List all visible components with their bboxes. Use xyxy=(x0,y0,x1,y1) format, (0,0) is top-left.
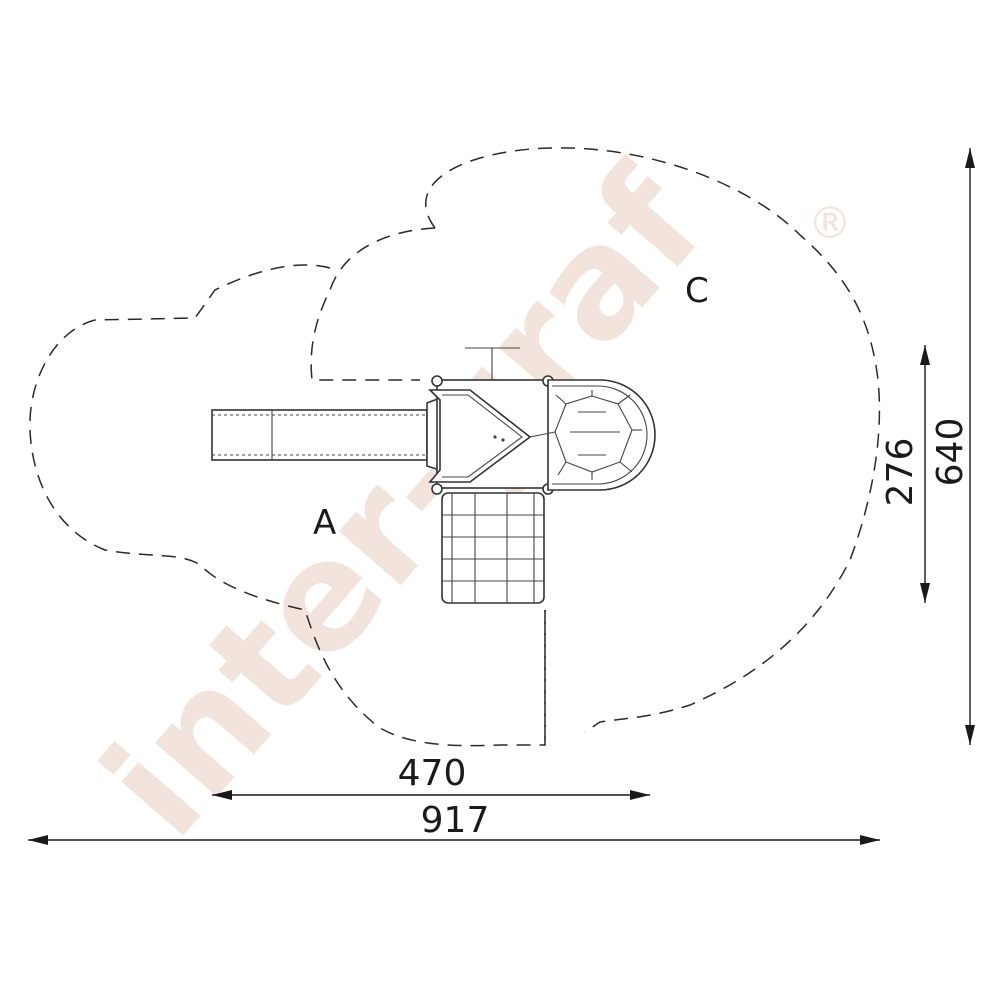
dimension-overall-depth: 640 xyxy=(930,148,975,745)
watermark-registered-mark: ® xyxy=(808,198,852,249)
climbing-grid xyxy=(441,492,545,604)
zone-label-a: A xyxy=(313,503,336,543)
dimension-equipment-width: 470 xyxy=(212,753,650,800)
climbing-net xyxy=(529,379,656,491)
safety-zone-c-inner-outline xyxy=(310,227,436,381)
dimension-equipment-depth: 276 xyxy=(880,345,930,603)
post-bottom-left xyxy=(431,483,443,495)
zone-label-c: C xyxy=(685,271,709,311)
safety-zone-c-outline xyxy=(425,147,881,733)
handle-bar xyxy=(465,347,520,382)
post-top-left xyxy=(431,375,443,387)
dimension-label-276: 276 xyxy=(880,438,921,507)
safety-zone-a-outline xyxy=(29,264,546,747)
dimension-overall-width: 917 xyxy=(28,800,880,845)
dimension-label-917: 917 xyxy=(421,800,490,841)
platform xyxy=(428,375,554,495)
dimension-label-640: 640 xyxy=(930,418,971,487)
dimension-label-470: 470 xyxy=(398,753,467,794)
